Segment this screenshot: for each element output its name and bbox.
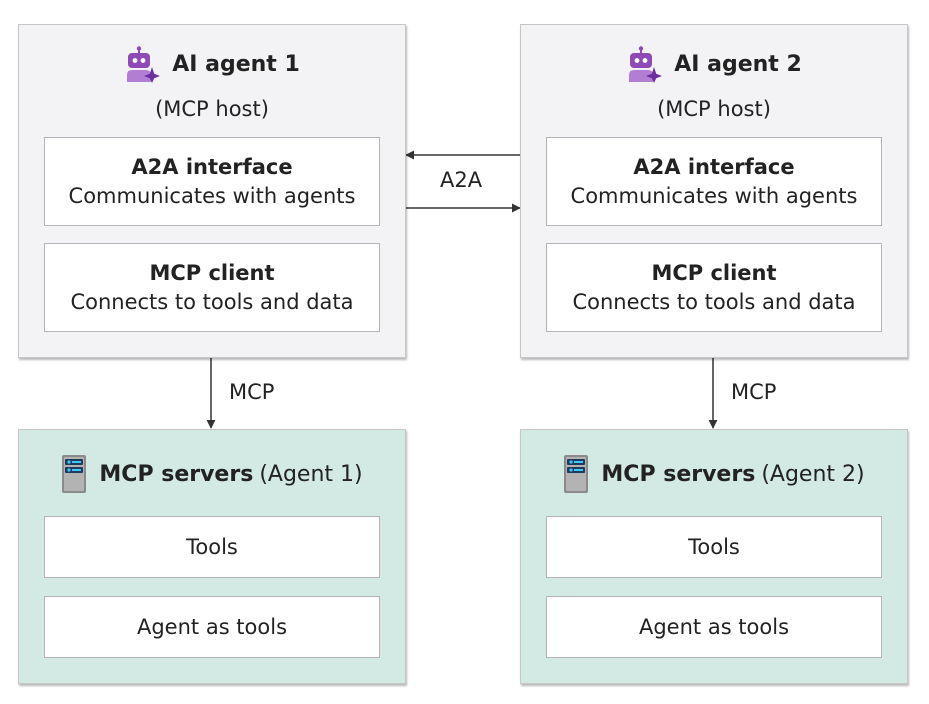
a2a-label: A2A	[440, 168, 483, 192]
agent-2-panel: AI agent 2 (MCP host) A2A interface Comm…	[520, 24, 908, 358]
mcp-servers-1-tools-box: Tools	[44, 516, 380, 578]
agent-2-subtitle: (MCP host)	[657, 97, 771, 121]
mcp-servers-1-agent-as-tools-label: Agent as tools	[136, 614, 288, 639]
agent-1-a2a-title: A2A interface	[131, 154, 293, 179]
agent-2-a2a-desc: Communicates with agents	[570, 183, 858, 208]
agent-2-mcp-desc: Connects to tools and data	[572, 289, 856, 314]
agent-2-title: AI agent 2	[674, 51, 802, 77]
server-rack-icon	[61, 454, 87, 494]
server-rack-icon	[563, 454, 589, 494]
agent-1-title: AI agent 1	[172, 51, 300, 77]
mcp-servers-1-title: MCP servers	[99, 461, 254, 487]
mcp-servers-2-tools-label: Tools	[688, 534, 740, 559]
agent-2-mcp-client-box: MCP client Connects to tools and data	[546, 243, 882, 332]
mcp-servers-2-agent-as-tools-label: Agent as tools	[638, 614, 790, 639]
agent-1-panel: AI agent 1 (MCP host) A2A interface Comm…	[18, 24, 406, 358]
mcp-servers-2-suffix: (Agent 2)	[761, 461, 865, 487]
mcp-servers-1-agent-as-tools-box: Agent as tools	[44, 596, 380, 658]
agent-1-mcp-client-box: MCP client Connects to tools and data	[44, 243, 380, 332]
agent-1-subtitle: (MCP host)	[155, 97, 269, 121]
agent-2-a2a-title: A2A interface	[633, 154, 795, 179]
agent-1-heading: AI agent 1	[19, 45, 405, 83]
agent-1-a2a-desc: Communicates with agents	[68, 183, 356, 208]
mcp-servers-2-tools-box: Tools	[546, 516, 882, 578]
agent-2-mcp-title: MCP client	[651, 260, 777, 285]
mcp-servers-2-heading: MCP servers (Agent 2)	[521, 454, 907, 494]
mcp-servers-1-heading: MCP servers (Agent 1)	[19, 454, 405, 494]
agent-1-mcp-title: MCP client	[149, 260, 275, 285]
agent-1-a2a-interface-box: A2A interface Communicates with agents	[44, 137, 380, 226]
mcp-servers-2-title: MCP servers	[601, 461, 756, 487]
robot-sparkle-icon	[626, 45, 663, 83]
mcp-servers-2-agent-as-tools-box: Agent as tools	[546, 596, 882, 658]
mcp-label-agent-1: MCP	[229, 380, 275, 404]
agent-2-a2a-interface-box: A2A interface Communicates with agents	[546, 137, 882, 226]
mcp-label-agent-2: MCP	[731, 380, 777, 404]
mcp-servers-1-panel: MCP servers (Agent 1) Tools Agent as too…	[18, 429, 406, 684]
agent-1-mcp-desc: Connects to tools and data	[70, 289, 354, 314]
mcp-servers-2-panel: MCP servers (Agent 2) Tools Agent as too…	[520, 429, 908, 684]
mcp-servers-1-tools-label: Tools	[186, 534, 238, 559]
mcp-servers-1-suffix: (Agent 1)	[259, 461, 363, 487]
robot-sparkle-icon	[124, 45, 161, 83]
agent-2-heading: AI agent 2	[521, 45, 907, 83]
